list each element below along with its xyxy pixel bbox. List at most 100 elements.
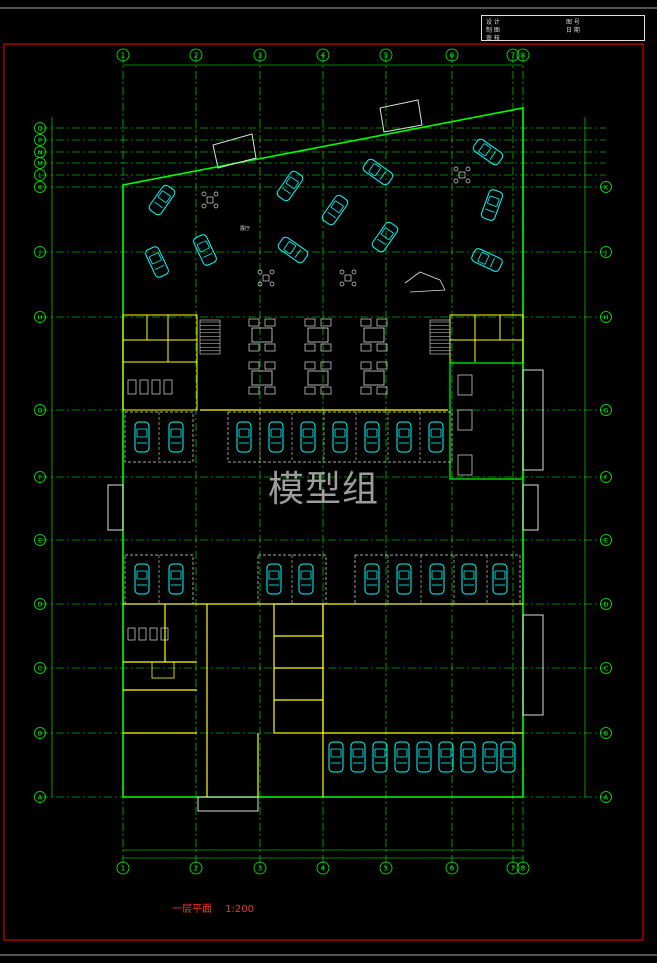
lounge-table	[363, 370, 385, 386]
grid-bubble	[506, 48, 520, 62]
car-rear-window	[294, 249, 302, 258]
bay-group	[257, 554, 327, 605]
tb-cell: 设 计	[486, 19, 500, 26]
grid-row-label: D	[603, 601, 608, 609]
lounge-chair	[304, 318, 316, 327]
grid-bubble	[116, 48, 130, 62]
grid-column-label: 4	[321, 865, 326, 873]
car	[321, 194, 349, 226]
car-windshield	[334, 428, 346, 438]
car-body	[134, 421, 150, 453]
lounge-table	[251, 327, 273, 343]
car-rear-window	[154, 201, 163, 209]
car	[193, 234, 217, 266]
car	[438, 741, 454, 773]
grid-row-label: F	[604, 474, 608, 482]
lounge-table	[307, 370, 329, 386]
lounge-chair	[376, 386, 388, 395]
car-body	[480, 189, 504, 221]
bay-group	[227, 411, 453, 463]
car	[394, 741, 410, 773]
grid-bubble	[34, 146, 46, 158]
car	[148, 184, 176, 216]
car-windshield	[366, 570, 378, 580]
car-windshield	[462, 748, 474, 758]
car	[276, 170, 304, 202]
grid-row-label: J	[38, 249, 41, 257]
display-chair	[351, 281, 357, 287]
tb-cell: 制 图	[486, 27, 500, 34]
toilet-stall	[163, 379, 173, 395]
car-rear-window	[377, 238, 386, 246]
grid-bubble	[34, 791, 46, 803]
lounge-chair	[360, 343, 372, 352]
display-chair	[201, 203, 207, 209]
service-bays	[124, 411, 521, 605]
car-windshield	[477, 252, 490, 265]
grid-bubble	[506, 861, 520, 875]
car	[500, 741, 516, 773]
grid-bubble	[600, 598, 612, 610]
grid-row-label: G	[603, 407, 608, 415]
car-windshield	[396, 748, 408, 758]
bay-group	[354, 554, 521, 605]
grid-bubble	[600, 534, 612, 546]
grid-bubble	[600, 791, 612, 803]
car	[364, 563, 380, 595]
display-chair	[453, 178, 459, 184]
grid-column-label: 3	[258, 52, 262, 60]
car-body	[321, 194, 349, 226]
car	[372, 741, 388, 773]
lounge-table	[307, 327, 329, 343]
car	[134, 563, 150, 595]
grid-row-label: A	[38, 794, 43, 802]
car	[145, 246, 169, 278]
grid-bubble	[600, 727, 612, 739]
car	[332, 421, 348, 453]
car	[471, 248, 503, 272]
car-body	[429, 563, 445, 595]
grid-row-label: E	[38, 537, 42, 545]
car-windshield	[302, 428, 314, 438]
grid-bubble	[34, 662, 46, 674]
car	[460, 741, 476, 773]
office-room	[449, 362, 524, 480]
car-body	[471, 248, 503, 272]
car-body	[461, 563, 477, 595]
grid-bubble	[34, 311, 46, 323]
grid-bubble	[600, 404, 612, 416]
lounge-chair	[360, 386, 372, 395]
car-body	[500, 741, 516, 773]
car-body	[328, 741, 344, 773]
left-service-rooms	[122, 314, 198, 411]
grid-column-label: 8	[521, 52, 525, 60]
grid-bubble	[600, 181, 612, 193]
display-table	[344, 274, 352, 282]
car	[298, 563, 314, 595]
grid-bubble	[34, 122, 46, 134]
grid-bubble	[516, 861, 530, 875]
car	[396, 421, 412, 453]
grid-column-label: 2	[194, 865, 198, 873]
grid-bubble	[379, 861, 393, 875]
car-windshield	[430, 428, 442, 438]
car-windshield	[380, 227, 394, 240]
car-body	[332, 421, 348, 453]
car	[396, 563, 412, 595]
grid-bubble	[379, 48, 393, 62]
car	[168, 563, 184, 595]
grid-row-label: B	[604, 730, 608, 738]
toilet-stall	[160, 627, 169, 641]
grid-bubble	[34, 134, 46, 146]
car-windshield	[330, 200, 344, 213]
office-desk	[457, 409, 473, 431]
car	[362, 158, 394, 186]
car-body	[492, 563, 508, 595]
grid-column-label: 6	[450, 865, 455, 873]
car-windshield	[398, 428, 410, 438]
grid-column-label: 7	[511, 865, 515, 873]
display-chair	[465, 178, 471, 184]
drawing-scale: 1:200	[225, 904, 255, 915]
lounge-chair	[304, 343, 316, 352]
